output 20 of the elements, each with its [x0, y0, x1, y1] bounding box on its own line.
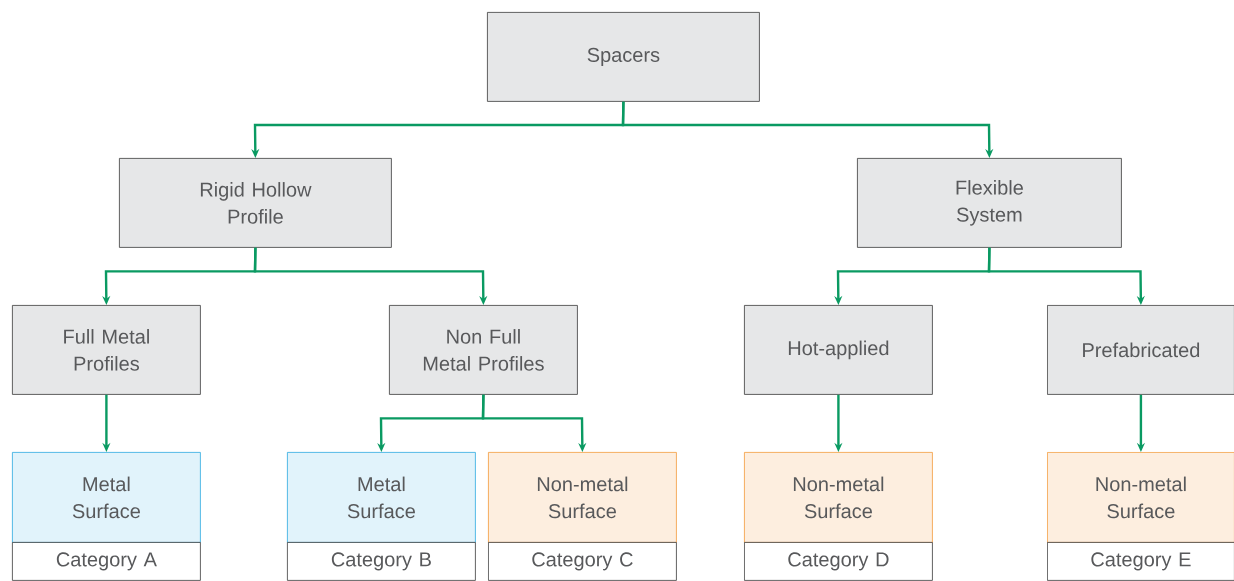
surface-box: Non-metal Surface: [744, 452, 933, 543]
label-box: Category C: [488, 542, 677, 581]
category-box: Non Full Metal Profiles: [389, 305, 578, 395]
label-box: Category A: [12, 542, 201, 581]
node-label: Category D: [788, 552, 889, 571]
surface-box: Metal Surface: [12, 452, 201, 543]
label-box: Category D: [744, 542, 933, 581]
surface-box: Non-metal Surface: [1047, 452, 1234, 543]
surface-box: Non-metal Surface: [488, 452, 677, 543]
category-box: Flexible System: [857, 158, 1122, 248]
category-box: Prefabricated: [1047, 305, 1234, 395]
node-label: Category E: [1091, 552, 1191, 571]
surface-box: Metal Surface: [287, 452, 476, 543]
category-box: Rigid Hollow Profile: [119, 158, 392, 248]
label-box: Category E: [1047, 542, 1234, 581]
category-box: Spacers: [487, 12, 760, 102]
node-label: Category C: [532, 552, 633, 571]
category-box: Full Metal Profiles: [12, 305, 201, 395]
category-box: Hot-applied: [744, 305, 933, 395]
label-box: Category B: [287, 542, 476, 581]
